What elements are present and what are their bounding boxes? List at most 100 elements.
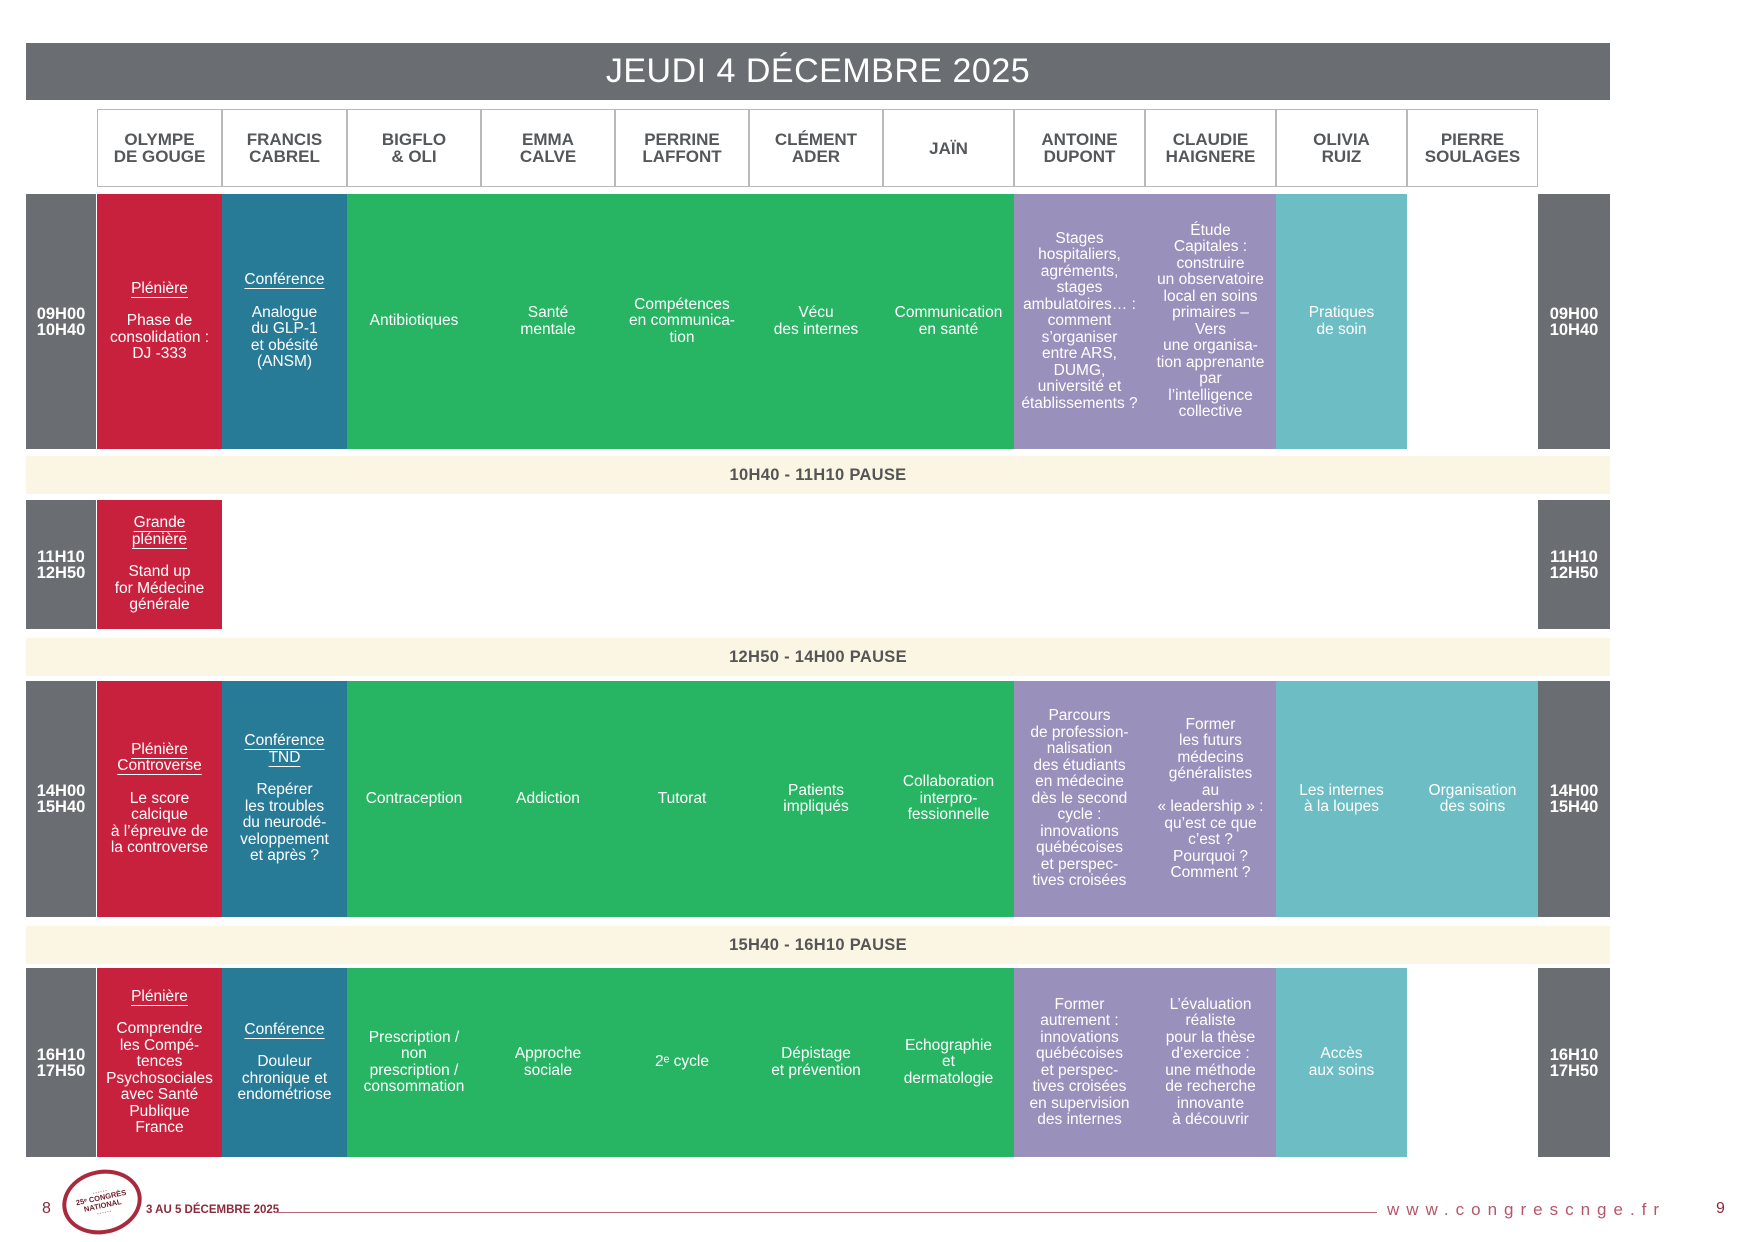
session-cell[interactable]: Tutorat [615, 681, 749, 917]
time-slot-left: 14H00 15H40 [26, 681, 96, 917]
session-title: 2ᵉ cycle [654, 1053, 709, 1071]
session-title: Collaboration interpro- fessionnelle [902, 773, 995, 824]
website-url[interactable]: www.congrescnge.fr [1387, 1200, 1667, 1219]
session-cell[interactable]: Approche sociale [481, 968, 615, 1157]
session-title: Repérer les troubles du neurodé- veloppe… [240, 781, 329, 865]
session-title: Compétences en communica- tion [629, 295, 735, 346]
session-cell[interactable]: Étude Capitales : construire un observat… [1145, 194, 1276, 449]
room-header: OLIVIA RUIZ [1276, 109, 1407, 187]
session-title: Former autrement : innovations québécois… [1029, 995, 1130, 1128]
time-slot-left: 09H00 10H40 [26, 194, 96, 449]
session-title: Former les futurs médecins généralistes … [1157, 715, 1264, 881]
room-header: PIERRE SOULAGES [1407, 109, 1538, 187]
session-cell[interactable]: Vécu des internes [749, 194, 883, 449]
session-title: Organisation des soins [1428, 781, 1517, 815]
session-title: Patients impliqués [783, 781, 849, 815]
room-header: FRANCIS CABREL [222, 109, 347, 187]
session-title: Communication en santé [894, 304, 1003, 338]
session-title: Le score calcique à l’épreuve de la cont… [110, 789, 209, 856]
session-cell[interactable]: Accès aux soins [1276, 968, 1407, 1157]
time-slot-right: 16H10 17H50 [1538, 968, 1610, 1157]
pause-bar: 10H40 - 11H10 PAUSE [26, 456, 1610, 494]
session-title: Analogue du GLP-1 et obésité (ANSM) [250, 303, 319, 371]
session-cell[interactable]: Stages hospitaliers, agréments, stages a… [1014, 194, 1145, 449]
session-cell[interactable]: Conférence TND Repérer les troubles du ne… [222, 681, 347, 917]
session-title: L’évaluation réaliste pour la thèse d’ex… [1165, 995, 1256, 1128]
session-cell[interactable]: Addiction [481, 681, 615, 917]
session-cell[interactable]: Former autrement : innovations québécois… [1014, 968, 1145, 1157]
room-header: OLYMPE DE GOUGE [97, 109, 222, 187]
time-slot-right: 14H00 15H40 [1538, 681, 1610, 917]
session-cell[interactable]: Dépistage et prévention [749, 968, 883, 1157]
session-cell[interactable]: Echographie et dermatologie [883, 968, 1014, 1157]
session-cell[interactable]: Parcours de profession- nalisation des é… [1014, 681, 1145, 917]
session-title: Tutorat [657, 789, 707, 807]
session-cell[interactable]: Organisation des soins [1407, 681, 1538, 917]
room-header: CLAUDIE HAIGNERE [1145, 109, 1276, 187]
session-title: Dépistage et prévention [771, 1045, 861, 1079]
session-type: Plénière [131, 279, 188, 297]
page-number-left: 8 [42, 1200, 51, 1217]
session-cell[interactable]: Prescription / non prescription / consom… [347, 968, 481, 1157]
page-number-right: 9 [1716, 1200, 1725, 1217]
footer-rule [275, 1212, 1377, 1213]
day-header: JEUDI 4 DÉCEMBRE 2025 [26, 43, 1610, 100]
session-title: Stages hospitaliers, agréments, stages a… [1021, 229, 1138, 412]
session-cell[interactable]: Plénière Controverse Le score calcique à … [97, 681, 222, 917]
room-header: PERRINE LAFFONT [615, 109, 749, 187]
footer: 8 • • • • • • 25ᵉ CONGRÈS NATIONAL • • •… [0, 1160, 1754, 1242]
session-cell[interactable]: Santé mentale [481, 194, 615, 449]
time-slot-right: 11H10 12H50 [1538, 500, 1610, 629]
session-title: Phase de consolidation : DJ -333 [109, 312, 210, 362]
time-slot-left: 16H10 17H50 [26, 968, 96, 1157]
session-title: Parcours de profession- nalisation des é… [1030, 707, 1129, 890]
session-type: Grande plénière [131, 514, 188, 548]
session-type: Conférence [244, 271, 325, 289]
session-type: Conférence TND [244, 732, 325, 766]
session-title: Antibiotiques [369, 312, 459, 330]
session-type: Plénière [131, 987, 188, 1005]
session-title: Les internes à la loupes [1299, 781, 1384, 815]
room-header: BIGFLO & OLI [347, 109, 481, 187]
congress-dates: 3 AU 5 DÉCEMBRE 2025 [146, 1204, 280, 1216]
session-cell[interactable]: Antibiotiques [347, 194, 481, 449]
session-cell[interactable]: Contraception [347, 681, 481, 917]
session-title: Addiction [516, 789, 580, 807]
session-title: Santé mentale [520, 304, 576, 338]
session-cell[interactable]: Compétences en communica- tion [615, 194, 749, 449]
room-header: ANTOINE DUPONT [1014, 109, 1145, 187]
session-title: Vécu des internes [773, 304, 859, 338]
time-slot-right: 09H00 10H40 [1538, 194, 1610, 449]
room-header: CLÉMENT ADER [749, 109, 883, 187]
session-cell[interactable]: Collaboration interpro- fessionnelle [883, 681, 1014, 917]
session-title: Douleur chronique et endométriose [237, 1053, 332, 1103]
session-cell[interactable]: L’évaluation réaliste pour la thèse d’ex… [1145, 968, 1276, 1157]
session-cell[interactable]: Patients impliqués [749, 681, 883, 917]
session-type: Conférence [244, 1020, 325, 1038]
session-cell[interactable]: Les internes à la loupes [1276, 681, 1407, 917]
session-title: Prescription / non prescription / consom… [363, 1028, 465, 1095]
session-cell[interactable]: Communication en santé [883, 194, 1014, 449]
session-title: Pratiques de soin [1308, 304, 1375, 338]
pause-bar: 12H50 - 14H00 PAUSE [26, 638, 1610, 676]
session-title: Contraception [365, 789, 463, 807]
session-title: Comprendre les Compé- tences Psychosocia… [106, 1020, 213, 1136]
congress-logo: • • • • • • 25ᵉ CONGRÈS NATIONAL • • • •… [56, 1162, 148, 1242]
room-header: JAÏN [883, 109, 1014, 187]
session-title: Approche sociale [514, 1045, 582, 1079]
session-title: Stand up for Médecine générale [114, 563, 205, 614]
session-title: Echographie et dermatologie [903, 1036, 994, 1087]
pause-bar: 15H40 - 16H10 PAUSE [26, 926, 1610, 964]
session-cell[interactable]: 2ᵉ cycle [615, 968, 749, 1157]
session-title: Étude Capitales : construire un observat… [1156, 221, 1265, 420]
session-cell[interactable]: Pratiques de soin [1276, 194, 1407, 449]
time-slot-left: 11H10 12H50 [26, 500, 96, 629]
session-cell[interactable]: Former les futurs médecins généralistes … [1145, 681, 1276, 917]
session-type: Plénière Controverse [117, 740, 202, 774]
